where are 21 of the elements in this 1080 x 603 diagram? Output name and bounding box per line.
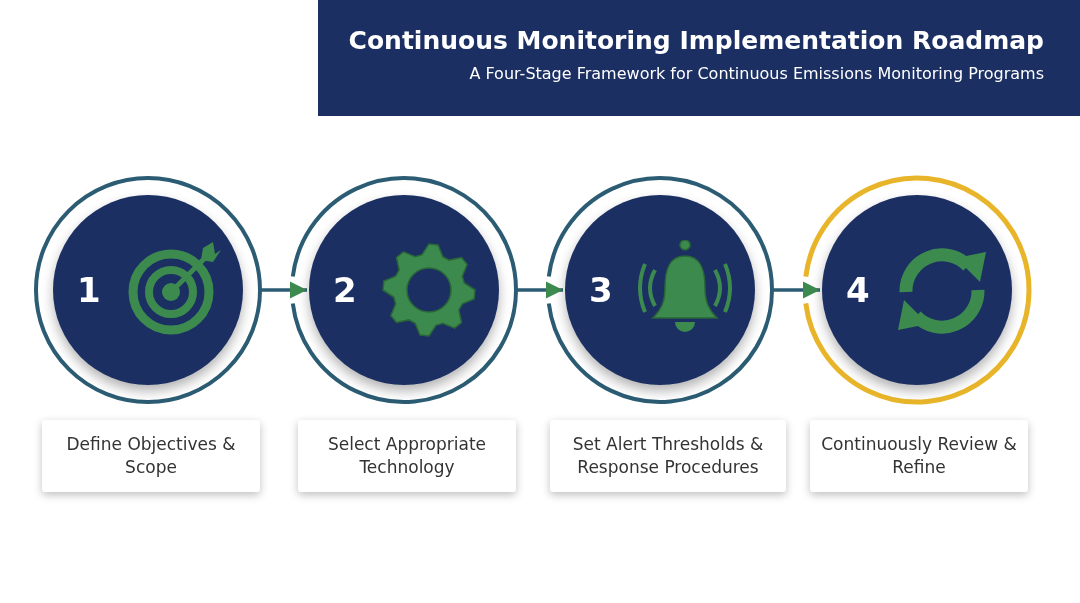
step-number: 3 — [589, 270, 613, 310]
title: Continuous Monitoring Implementation Roadmap — [348, 26, 1044, 55]
step-card — [810, 420, 1028, 492]
step-label: Continuously Review & Refine — [820, 433, 1018, 479]
arrow — [516, 281, 563, 299]
subtitle: A Four-Stage Framework for Continuous Emissions Monitoring Programs — [469, 64, 1044, 83]
step-card — [550, 420, 786, 492]
step-number: 1 — [77, 270, 101, 310]
step-circle — [565, 195, 755, 385]
step-number: 4 — [846, 270, 870, 310]
step-label: Define Objectives & Scope — [65, 433, 237, 479]
step-label: Select Appropriate Technology — [326, 433, 488, 479]
step-circle — [822, 195, 1012, 385]
arrow — [772, 281, 820, 299]
step-card — [298, 420, 516, 492]
step-circle — [53, 195, 243, 385]
step-number: 2 — [333, 270, 357, 310]
arrow — [260, 281, 307, 299]
step-label: Set Alert Thresholds & Response Procedures — [571, 433, 765, 479]
step-circle — [309, 195, 499, 385]
step-card — [42, 420, 260, 492]
